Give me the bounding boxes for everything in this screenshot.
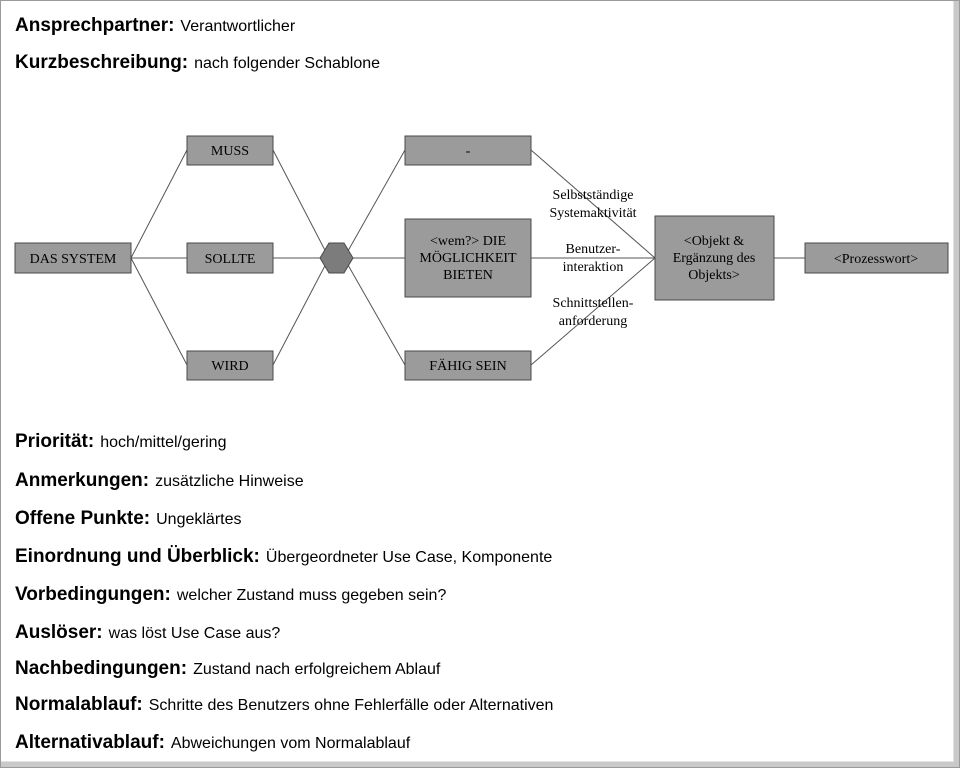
field-value: nach folgender Schablone: [194, 55, 381, 72]
field-einordnung: Einordnung und Überblick: Übergeordneter …: [15, 546, 552, 569]
field-label: Einordnung und Überblick:: [15, 546, 260, 567]
box-wird: [186, 350, 274, 381]
box-process-word-label: <Prozesswort>: [834, 252, 918, 267]
field-label: Auslöser:: [15, 622, 103, 643]
box-sollte-label: SOLLTE: [205, 252, 256, 267]
field-value: zusätzliche Hinweise: [155, 473, 304, 490]
box-user-label-line3: BIETEN: [443, 268, 493, 283]
field-value: Schritte des Benutzers ohne Fehlerfälle …: [148, 697, 554, 714]
box-capable: [404, 350, 532, 381]
field-label: Alternativablauf:: [15, 732, 165, 753]
edge-system-wird: [130, 257, 188, 366]
box-muss: [186, 135, 274, 166]
field-label: Kurzbeschreibung:: [15, 52, 189, 73]
field-value: Abweichungen vom Normalablauf: [170, 735, 411, 752]
field-label: Vorbedingungen:: [15, 584, 171, 605]
field-value: Zustand nach erfolgreichem Ablauf: [193, 661, 441, 678]
edge-none-object: [530, 149, 656, 259]
box-system: [14, 242, 132, 274]
sentence-template-diagram: DAS SYSTEM MUSS SOLLTE WIRD - <wem?> DIE…: [14, 135, 949, 381]
box-wird-label: WIRD: [211, 359, 248, 374]
field-label: Ansprechpartner:: [15, 15, 175, 36]
box-sollte: [186, 242, 274, 274]
box-process-word: [804, 242, 949, 274]
field-value: was löst Use Case aus?: [108, 625, 281, 642]
edge-wird-junction: [272, 257, 330, 366]
field-value: Ungeklärtes: [156, 511, 242, 528]
edge-label-interface-line2: anforderung: [559, 314, 627, 329]
edge-muss-junction: [272, 149, 330, 259]
box-object-label-line3: Objekts>: [688, 268, 740, 283]
edge-label-autonomous-line2: Systemaktivität: [549, 206, 636, 221]
field-prioritaet: Priorität: hoch/mittel/gering: [15, 431, 226, 454]
edge-label-autonomous-line1: Selbstständige: [553, 188, 634, 203]
edge-system-muss: [130, 149, 188, 259]
field-offene-punkte: Offene Punkte: Ungeklärtes: [15, 508, 242, 531]
box-system-label: DAS SYSTEM: [30, 252, 117, 267]
field-label: Normalablauf:: [15, 694, 143, 715]
field-value: hoch/mittel/gering: [100, 434, 227, 451]
box-object-label-line1: <Objekt &: [684, 234, 744, 249]
edge-capable-object: [530, 257, 656, 366]
box-object: [654, 215, 775, 301]
field-vorbedingungen: Vorbedingungen: welcher Zustand muss gege…: [15, 584, 446, 607]
box-user: [404, 218, 532, 298]
field-label: Anmerkungen:: [15, 470, 150, 491]
box-none: [404, 135, 532, 166]
field-ausloeser: Auslöser: was löst Use Case aus?: [15, 622, 280, 645]
edge-label-user-line1: Benutzer-: [566, 242, 621, 257]
box-capable-label: FÄHIG SEIN: [429, 357, 506, 374]
box-object-label-line2: Ergänzung des: [673, 251, 756, 266]
field-value: welcher Zustand muss gegeben sein?: [176, 587, 447, 604]
edge-junction-none: [343, 149, 406, 259]
box-muss-label: MUSS: [211, 144, 249, 159]
field-value: Verantwortlicher: [180, 18, 296, 35]
edge-label-user-line2: interaktion: [563, 260, 624, 275]
box-user-label-line2: MÖGLICHKEIT: [419, 249, 517, 266]
field-label: Nachbedingungen:: [15, 658, 188, 679]
field-value: Übergeordneter Use Case, Komponente: [265, 549, 553, 566]
field-ansprechpartner: Ansprechpartner: Verantwortlicher: [15, 15, 295, 38]
edge-junction-capable: [343, 257, 406, 366]
field-normalablauf: Normalablauf: Schritte des Benutzers ohne…: [15, 694, 553, 717]
box-none-label: -: [466, 144, 471, 159]
field-label: Priorität:: [15, 431, 95, 452]
field-alternativablauf: Alternativablauf: Abweichungen vom Normal…: [15, 732, 410, 755]
field-nachbedingungen: Nachbedingungen: Zustand nach erfolgreich…: [15, 658, 440, 681]
box-user-label-line1: <wem?> DIE: [430, 234, 506, 249]
field-label: Offene Punkte:: [15, 508, 151, 529]
junction-hexagon: [319, 242, 354, 274]
edge-label-interface-line1: Schnittstellen-: [553, 296, 634, 311]
field-kurzbeschreibung: Kurzbeschreibung: nach folgender Schablon…: [15, 52, 380, 75]
field-anmerkungen: Anmerkungen: zusätzliche Hinweise: [15, 470, 304, 493]
